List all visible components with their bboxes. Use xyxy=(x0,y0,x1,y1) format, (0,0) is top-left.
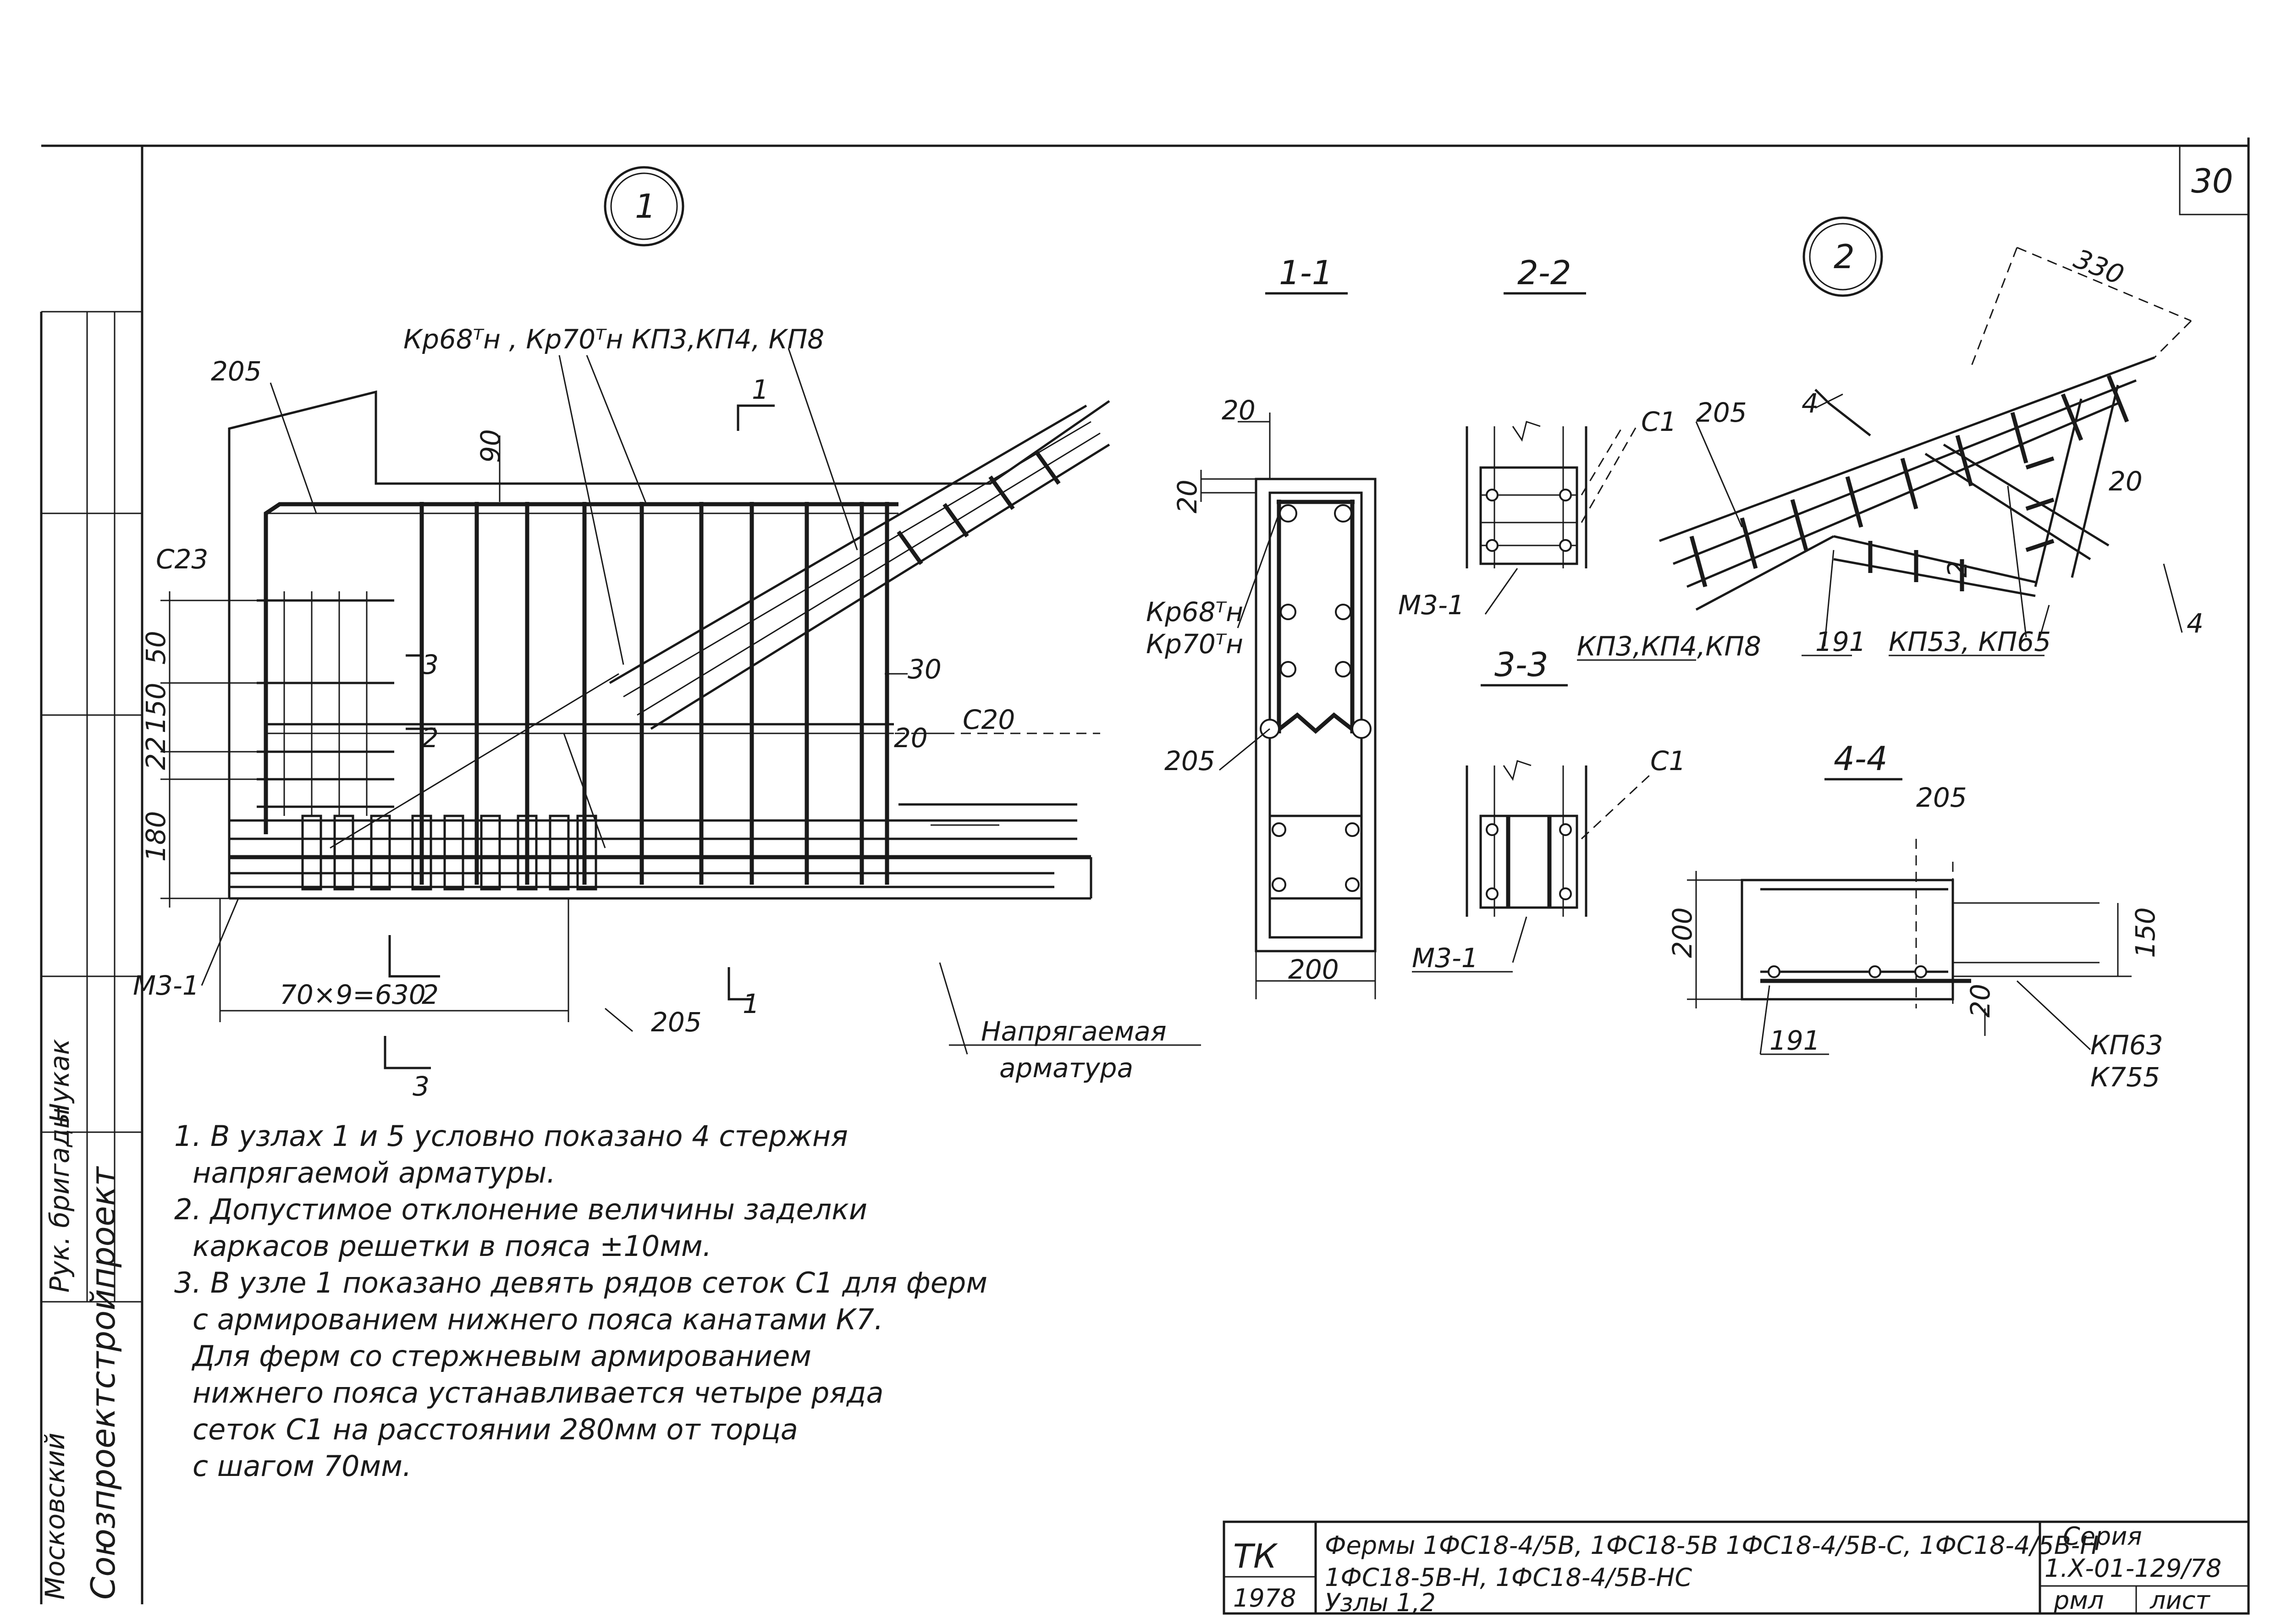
note-line: с армированием нижнего пояса канатами К7… xyxy=(193,1303,883,1336)
section-1-1-dim-20-side: 20 xyxy=(1172,479,1203,513)
section-3-3-leader: КП3,КП4,КП8 xyxy=(1577,631,1761,662)
title-block-bottom-left: рмл xyxy=(2053,1586,2104,1615)
note-line: нижнего пояса устанавливается четыре ряд… xyxy=(193,1376,883,1409)
sheet-number: 30 xyxy=(2191,162,2233,200)
section-1-1-kp70: Кр70ᵀн xyxy=(1146,628,1243,660)
section-2-2-m31: М3-1 xyxy=(1398,589,1465,621)
title-block-line2: 1ФС18-5В-Н, 1ФС18-4/5В-НС xyxy=(1325,1563,1692,1592)
node2-section-4-right: 4 xyxy=(2187,608,2204,639)
node1-dim-205-bot: 205 xyxy=(651,1007,702,1038)
node1-section-2-bot: 2 xyxy=(422,979,439,1010)
node1-dim-180: 180 xyxy=(140,811,171,862)
section-2-2: 2-2 С1 М3-1 xyxy=(1398,253,1676,621)
section-3-3: 3-3 КП3,КП4,КП8 С1 М3-1 xyxy=(1412,631,1761,974)
org-name: Союзпроектстройпроект xyxy=(84,1166,122,1600)
node1-dim-22: 22 xyxy=(140,736,171,770)
node1-dim-50: 50 xyxy=(140,631,171,665)
left-stamp-strip: Рук. бригады Нукак Союзпроектстройпроект… xyxy=(39,311,142,1600)
node2-dim-20: 20 xyxy=(2109,466,2143,497)
node1-number: 1 xyxy=(635,187,656,226)
node2-number: 2 xyxy=(1834,237,1855,276)
stamp-signer: Нукак xyxy=(44,1039,75,1123)
section-1-1-title: 1-1 xyxy=(1279,253,1333,292)
title-block: ТК 1978 Фермы 1ФС18-4/5В, 1ФС18-5В 1ФС18… xyxy=(1223,1520,2250,1617)
node1-m31-label: М3-1 xyxy=(133,970,199,1001)
node1-mesh-c23: С23 xyxy=(156,544,208,575)
node1-section-2: 2 xyxy=(422,722,439,754)
sheet-frame: 30 xyxy=(40,138,2250,1604)
note-line: сеток С1 на расстоянии 280мм от торца xyxy=(193,1413,798,1446)
note-line: 2. Допустимое отклонение величины заделк… xyxy=(174,1193,867,1226)
section-1-1-dim-200: 200 xyxy=(1288,954,1339,985)
node1-dim-150: 150 xyxy=(140,683,171,733)
section-4-4-dim-150: 150 xyxy=(2130,907,2161,958)
section-4-4-kp63: КП63 xyxy=(2090,1029,2163,1061)
section-4-4-k755: К755 xyxy=(2090,1062,2160,1093)
section-1-1: 1-1 20 20 Кр68ᵀн Кр70ᵀн 205 200 xyxy=(1146,253,1377,999)
note-line: 1. В узлах 1 и 5 условно показано 4 стер… xyxy=(174,1119,848,1153)
note-line: каркасов решетки в пояса ±10мм. xyxy=(193,1229,711,1263)
stamp-role: Рук. бригады xyxy=(44,1108,75,1293)
title-block-year: 1978 xyxy=(1233,1584,1296,1613)
node1-dim-90: 90 xyxy=(475,429,506,463)
node2-dim-191: 191 xyxy=(1815,626,1866,657)
node2-drawing: 330 205 20 2 4 4 191 КП53, КП65 xyxy=(1659,243,2204,657)
node1-dim-205-top: 205 xyxy=(211,356,262,387)
node1-marker: 1 xyxy=(604,166,684,247)
org-name-partial: Московский xyxy=(39,1433,71,1600)
note-line: напрягаемой арматуры. xyxy=(193,1156,556,1189)
prestressed-label-2: арматура xyxy=(999,1052,1133,1084)
node1-top-leader: Кр68ᵀн , Кр70ᵀн КП3,КП4, КП8 xyxy=(403,324,824,355)
node2-marker: 2 xyxy=(1802,216,1883,297)
title-block-bottom-right: лист xyxy=(2149,1586,2210,1615)
node1-section-3-bot: 3 xyxy=(413,1071,430,1102)
section-1-1-dim-20-top: 20 xyxy=(1222,395,1256,426)
node1-mesh-c20: С20 xyxy=(963,704,1015,735)
note-line: с шагом 70мм. xyxy=(193,1449,412,1483)
section-3-3-title: 3-3 xyxy=(1494,645,1549,684)
section-4-4-dim-205: 205 xyxy=(1916,782,1967,813)
section-4-4: 4-4 205 200 150 20 191 КП63 К755 xyxy=(1667,739,2163,1093)
node2-dim-2: 2 xyxy=(1942,561,1973,578)
section-2-2-title: 2-2 xyxy=(1517,253,1571,292)
title-block-line1: Фермы 1ФС18-4/5В, 1ФС18-5В 1ФС18-4/5В-С,… xyxy=(1325,1531,2099,1560)
section-3-3-m31: М3-1 xyxy=(1412,942,1478,974)
node1-drawing: Кр68ᵀн , Кр70ᵀн КП3,КП4, КП8 205 90 С23 … xyxy=(133,324,1201,1102)
section-4-4-dim-191: 191 xyxy=(1769,1025,1820,1056)
node1-section-3: 3 xyxy=(422,649,439,680)
node2-section-4-top: 4 xyxy=(1802,388,1819,419)
section-1-1-dim-205: 205 xyxy=(1164,745,1215,776)
node1-section-1-top: 1 xyxy=(752,374,769,405)
notes: 1. В узлах 1 и 5 условно показано 4 стер… xyxy=(174,1119,987,1483)
node1-dim-630: 70×9=630 xyxy=(280,979,426,1010)
section-2-2-c1: С1 xyxy=(1641,406,1676,437)
node2-dim-205: 205 xyxy=(1696,397,1747,428)
prestressed-label-1: Напрягаемая xyxy=(981,1016,1167,1047)
node1-section-1-bot: 1 xyxy=(743,988,760,1019)
note-line: 3. В узле 1 показано девять рядов сеток … xyxy=(174,1266,987,1299)
section-3-3-c1: С1 xyxy=(1650,745,1686,776)
node2-dim-330: 330 xyxy=(2070,243,2128,291)
node1-dim-30: 30 xyxy=(908,654,942,685)
title-block-series-label: Серия xyxy=(2063,1522,2142,1551)
section-1-1-kp68: Кр68ᵀн xyxy=(1146,596,1243,628)
title-block-mark: ТК xyxy=(1233,1537,1278,1575)
node2-leader: КП53, КП65 xyxy=(1889,626,2051,657)
node1-dim-20: 20 xyxy=(894,722,928,754)
title-block-line3: Узлы 1,2 xyxy=(1325,1588,1436,1617)
section-4-4-dim-200: 200 xyxy=(1667,907,1698,958)
section-4-4-title: 4-4 xyxy=(1834,739,1888,778)
title-block-series-value: 1.Х-01-129/78 xyxy=(2045,1554,2221,1583)
section-4-4-dim-20: 20 xyxy=(1965,984,1996,1018)
note-line: Для ферм со стержневым армированием xyxy=(191,1339,811,1373)
